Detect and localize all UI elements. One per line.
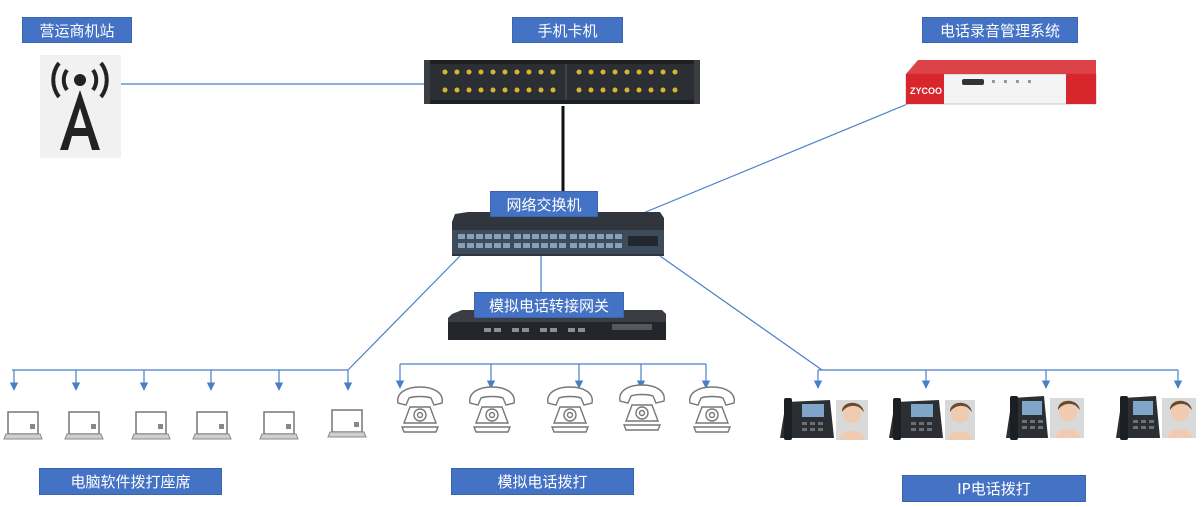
connection-lines	[12, 83, 1178, 371]
network-switch-label: 网络交换机	[490, 191, 598, 217]
pc-seats-label: 电脑软件拨打座席	[39, 468, 222, 495]
ip-phones-group	[780, 396, 1196, 440]
ip-phone-icon	[889, 398, 975, 440]
recording-system-label: 电话录音管理系统	[922, 17, 1078, 43]
carrier-station-label: 营运商机站	[22, 17, 132, 43]
ip-phone-icon	[1116, 396, 1196, 440]
switch-to-recorder-line	[635, 102, 911, 217]
laptop-icon	[192, 411, 232, 440]
sim-gateway-device	[424, 60, 700, 104]
recording-server-device: ZYCOO	[905, 60, 1097, 105]
rotary-phone-icon	[619, 384, 665, 431]
recorder-brand-text: ZYCOO	[910, 86, 942, 96]
laptop-icon	[64, 411, 104, 440]
sim-gateway-label: 手机卡机	[512, 17, 623, 43]
ip-phone-icon	[780, 398, 868, 440]
antenna-ports	[442, 69, 678, 93]
pc-seats-group	[3, 409, 367, 440]
laptop-icon	[327, 409, 367, 438]
network-switch-device	[452, 212, 664, 256]
analog-phones-group	[397, 384, 735, 433]
ip-phones-label: IP电话拨打	[902, 475, 1086, 502]
rotary-phone-icon	[689, 386, 735, 433]
analog-gateway-label: 模拟电话转接网关	[474, 292, 624, 318]
radio-tower-icon	[40, 55, 121, 158]
rotary-phone-icon	[397, 386, 443, 433]
ip-phone-icon	[1006, 396, 1084, 440]
switch-to-pc-branch-line	[347, 255, 461, 371]
laptop-icon	[131, 411, 171, 440]
drop-arrows	[9, 364, 1183, 391]
switch-to-ip-branch-line	[659, 255, 823, 371]
rotary-phone-icon	[469, 386, 515, 433]
laptop-icon	[3, 411, 43, 440]
rotary-phone-icon	[547, 386, 593, 433]
analog-phones-label: 模拟电话拨打	[451, 468, 634, 495]
laptop-icon	[259, 411, 299, 440]
